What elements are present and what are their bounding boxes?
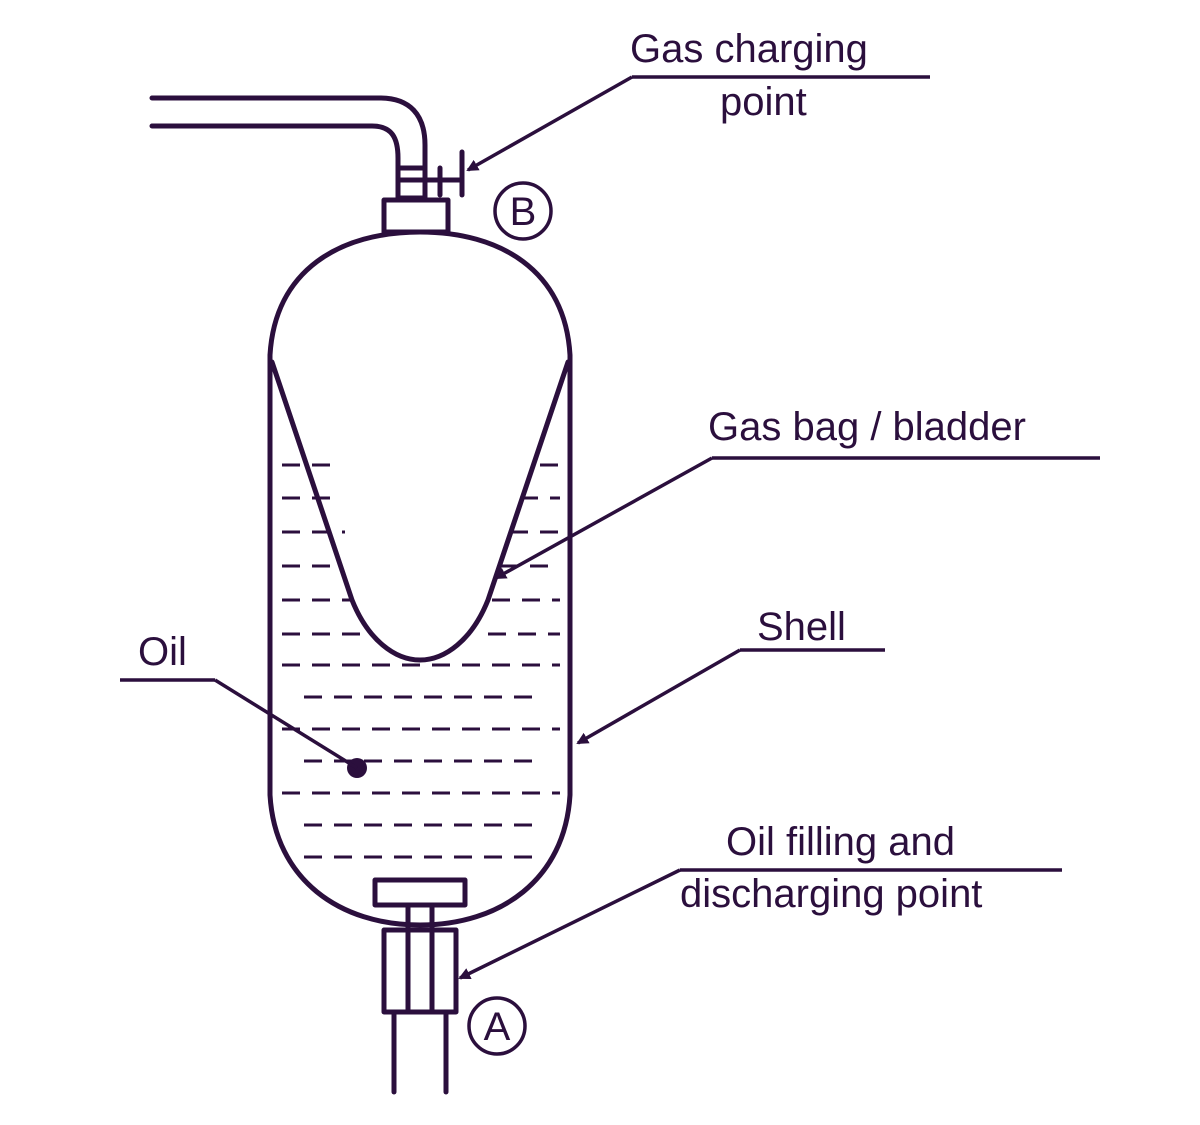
leader-gas-charging: [466, 75, 930, 172]
label-oil-filling-line1: Oil filling and: [726, 820, 955, 864]
leader-gas-bag: [494, 456, 1100, 580]
label-gas-charging-line1: Gas charging: [630, 27, 868, 71]
marker-b-text: B: [510, 190, 537, 234]
oil-port-valve: [372, 877, 468, 1095]
marker-a: A: [467, 996, 527, 1056]
gas-bladder: [269, 359, 571, 663]
marker-a-text: A: [484, 1005, 511, 1049]
leader-shell: [576, 648, 885, 745]
label-oil-filling-line2: discharging point: [680, 872, 982, 916]
accumulator-shell: [267, 229, 573, 928]
leader-oil: [120, 678, 358, 770]
gas-inlet-pipe: [149, 95, 465, 235]
marker-b: B: [493, 181, 553, 241]
label-gas-bag: Gas bag / bladder: [708, 405, 1026, 449]
label-gas-charging-line2: point: [720, 80, 807, 124]
label-oil: Oil: [138, 630, 187, 674]
leader-oil-filling: [458, 868, 1062, 980]
label-shell: Shell: [757, 605, 846, 649]
